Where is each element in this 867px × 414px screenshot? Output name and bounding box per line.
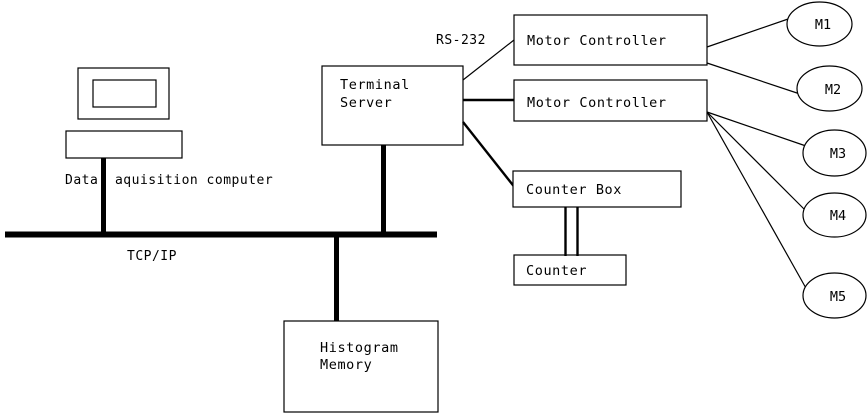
motor-m5: M5 bbox=[802, 272, 867, 319]
link-motor-controller-2-to-m3 bbox=[706, 111, 807, 147]
histogram-memory-box bbox=[283, 320, 439, 413]
rs232-label: RS-232 bbox=[436, 33, 486, 48]
link-motor-controller-2-to-m5 bbox=[706, 111, 808, 291]
motor-m4-ellipse bbox=[802, 192, 867, 238]
data-acquisition-computer bbox=[65, 67, 183, 159]
motor-m4-label: M4 bbox=[830, 208, 846, 224]
motor-m4: M4 bbox=[802, 192, 867, 238]
link-terminal-server-to-motor-controller-1 bbox=[462, 39, 515, 81]
link-motor-controller-1-to-m1 bbox=[706, 17, 792, 48]
counter-box bbox=[513, 254, 627, 286]
link-terminal-server-to-counter-box bbox=[462, 121, 517, 190]
motor-m2-label: M2 bbox=[825, 82, 841, 98]
histogram-memory-label-line1: Histogram bbox=[320, 340, 399, 356]
terminal-server-label-line1: Terminal bbox=[340, 77, 410, 93]
motor-controller-2-label: Motor Controller bbox=[527, 95, 667, 111]
computer-monitor-screen bbox=[92, 79, 157, 108]
motor-m3: M3 bbox=[802, 129, 867, 177]
link-motor-controller-1-to-m2 bbox=[706, 62, 801, 95]
motor-controller-2-box bbox=[513, 79, 708, 122]
motor-controller-1-box bbox=[513, 14, 708, 66]
tcpip-bus-label: TCP/IP bbox=[127, 249, 177, 264]
motor-m1: M1 bbox=[786, 1, 853, 47]
terminal-server-label-line2: Server bbox=[340, 95, 392, 111]
computer-base-unit bbox=[65, 130, 183, 159]
motor-m1-ellipse bbox=[786, 1, 853, 47]
counter-box-label: Counter Box bbox=[526, 182, 622, 198]
link-motor-controller-2-to-m4 bbox=[706, 111, 807, 212]
motor-m2: M2 bbox=[796, 65, 863, 112]
motor-m2-ellipse bbox=[796, 65, 863, 112]
motor-m3-label: M3 bbox=[830, 146, 846, 162]
terminal-server-box bbox=[321, 65, 464, 146]
histogram-memory-label-line2: Memory bbox=[320, 357, 372, 373]
motor-m5-label: M5 bbox=[830, 289, 846, 305]
motor-controller-1-label: Motor Controller bbox=[527, 33, 667, 49]
data-acquisition-computer-label: Data aquisition computer bbox=[65, 173, 273, 188]
counter-label: Counter bbox=[526, 263, 587, 279]
motor-m1-label: M1 bbox=[815, 17, 831, 33]
counter-box-box bbox=[512, 170, 682, 208]
motor-m5-ellipse bbox=[802, 272, 867, 319]
motor-m3-ellipse bbox=[802, 129, 867, 177]
